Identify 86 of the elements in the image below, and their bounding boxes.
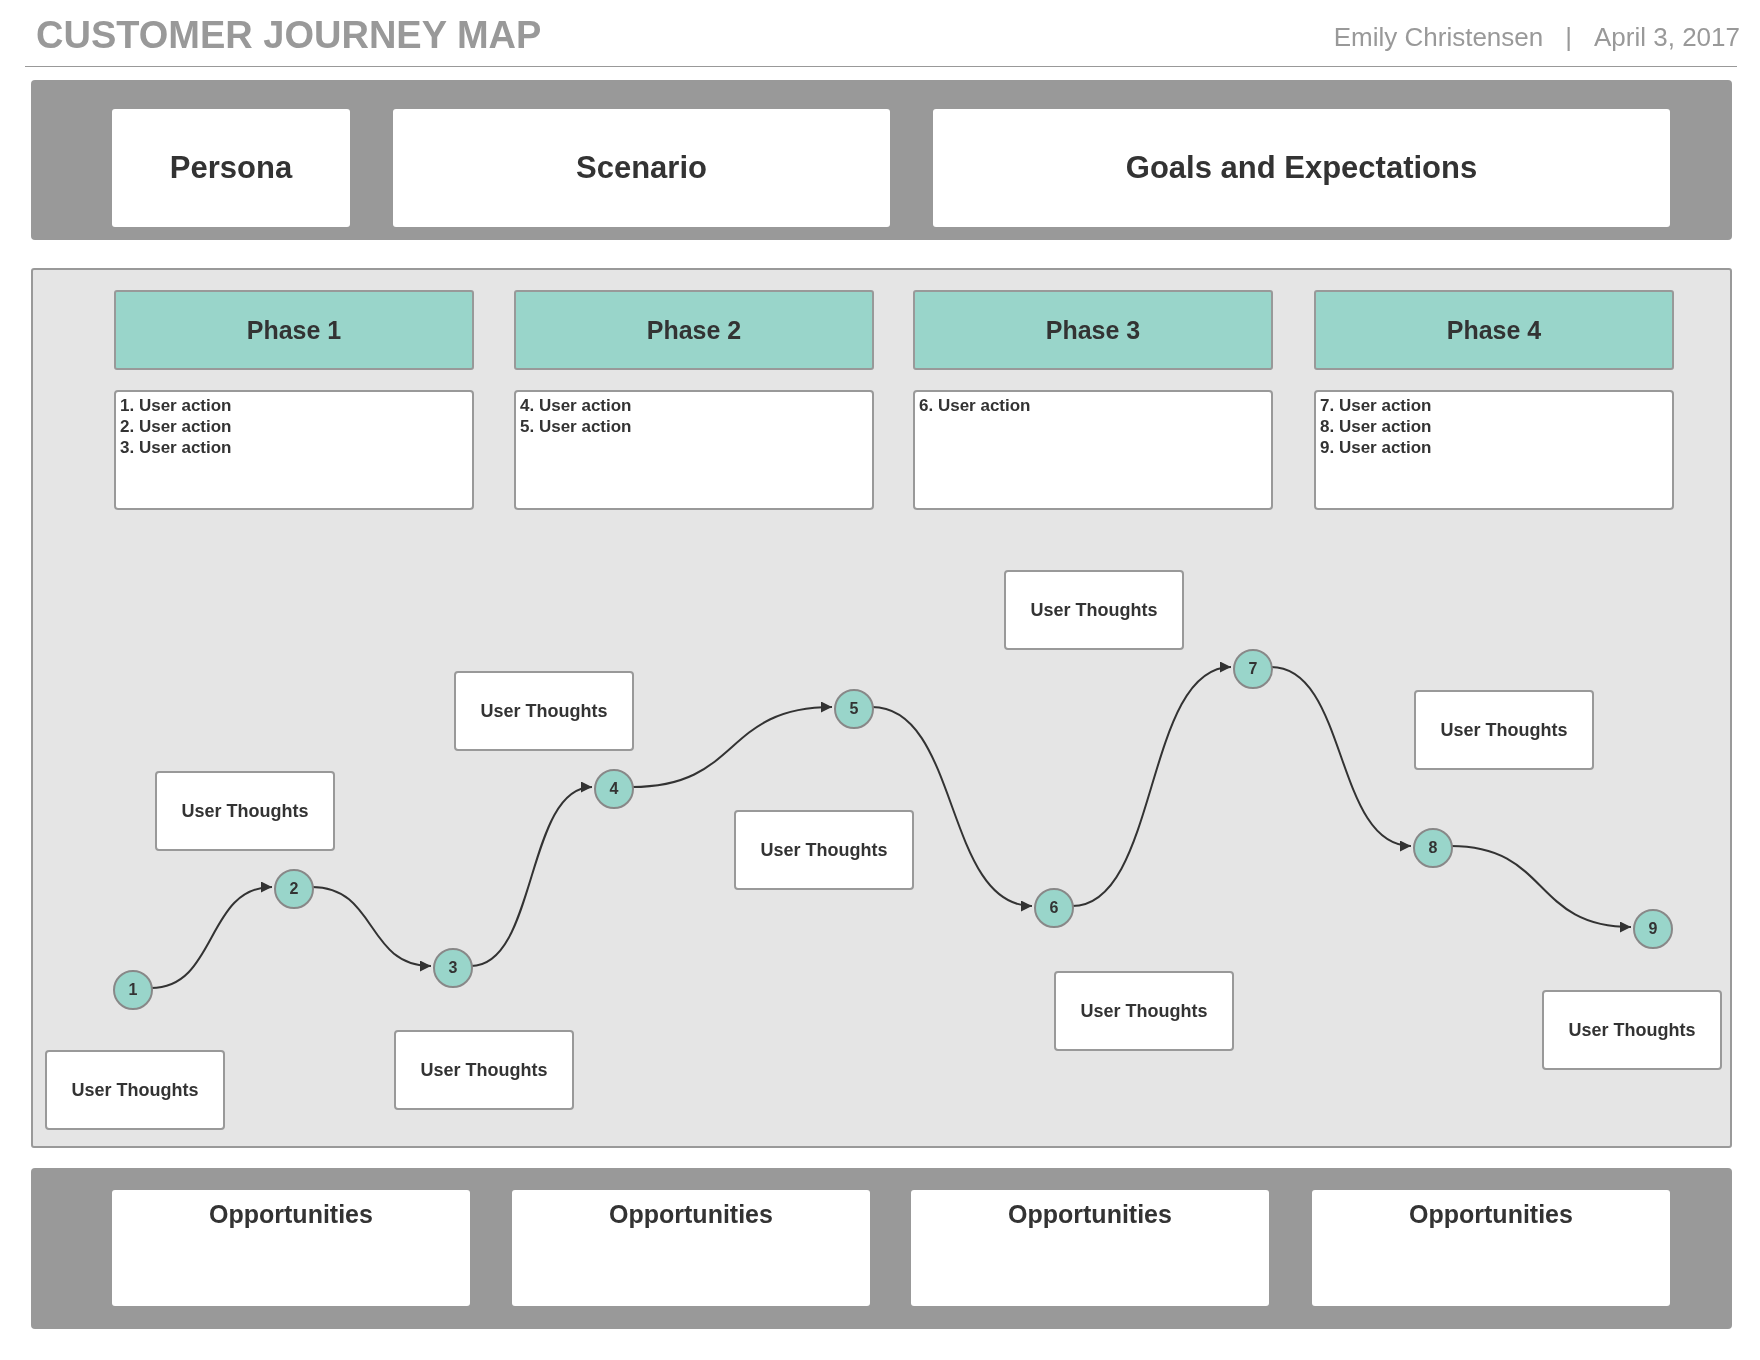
thought-text: User Thoughts: [71, 1079, 199, 1101]
arrow: [311, 886, 432, 971]
action-item: 5. User action: [520, 416, 632, 437]
header-card: [393, 109, 890, 227]
thought-text: User Thoughts: [1440, 719, 1568, 741]
thought-box: [394, 1030, 574, 1110]
header-card: [112, 109, 350, 227]
card-heading: Scenario: [576, 150, 707, 186]
header-text: Emily Christensen: [1333, 22, 1544, 53]
band-panel: [31, 1168, 1732, 1329]
step-circle: [594, 769, 634, 809]
step-number: 9: [1648, 920, 1658, 938]
step-circle: [1233, 649, 1273, 689]
action-item: 2. User action: [120, 416, 232, 437]
step-circle: [834, 689, 874, 729]
thought-box: [45, 1050, 225, 1130]
thought-text: User Thoughts: [1080, 1000, 1208, 1022]
thought-text: User Thoughts: [480, 700, 608, 722]
header-text: |: [1565, 22, 1572, 53]
thought-box: [1004, 570, 1184, 650]
thought-box: [155, 771, 335, 851]
arrow: [631, 702, 833, 788]
opportunity-box: [911, 1190, 1269, 1306]
step-circle: [1034, 888, 1074, 928]
step-circle: [274, 869, 314, 909]
opportunity-heading: Opportunities: [1008, 1200, 1172, 1229]
step-circle: [113, 970, 153, 1010]
arrow: [470, 784, 593, 967]
thought-box: [1542, 990, 1722, 1070]
step-circle: [433, 948, 473, 988]
action-list-box: [913, 390, 1273, 510]
action-item: 3. User action: [120, 437, 232, 458]
header-card: [933, 109, 1670, 227]
action-item: 6. User action: [919, 395, 1031, 416]
step-circle: [1633, 909, 1673, 949]
action-item: 8. User action: [1320, 416, 1432, 437]
step-number: 8: [1428, 839, 1438, 857]
card-heading: Goals and Expectations: [1125, 150, 1478, 186]
thought-text: User Thoughts: [760, 839, 888, 861]
phase-header: [114, 290, 474, 370]
phase-title: Phase 2: [646, 315, 742, 345]
opportunity-box: [512, 1190, 870, 1306]
action-list-box: [514, 390, 874, 510]
band-panel: [31, 80, 1732, 240]
opportunity-heading: Opportunities: [209, 1200, 373, 1229]
step-number: 1: [128, 981, 138, 999]
arrow: [1270, 666, 1412, 850]
step-circle: [1413, 828, 1453, 868]
thought-text: User Thoughts: [420, 1059, 548, 1081]
action-item: 4. User action: [520, 395, 632, 416]
header-text: April 3, 2017: [1594, 22, 1740, 53]
journey-panel: [31, 268, 1732, 1148]
step-number: 5: [849, 700, 859, 718]
step-number: 6: [1049, 899, 1059, 917]
title: CUSTOMER JOURNEY MAP: [36, 14, 542, 57]
step-number: 2: [289, 880, 299, 898]
phase-title: Phase 4: [1446, 315, 1542, 345]
thought-text: User Thoughts: [1030, 599, 1158, 621]
action-item: 9. User action: [1320, 437, 1432, 458]
arrow: [150, 883, 273, 989]
card-heading: Persona: [169, 150, 293, 186]
phase-header: [1314, 290, 1674, 370]
step-number: 3: [448, 959, 458, 977]
step-number: 4: [609, 780, 619, 798]
thought-box: [1414, 690, 1594, 770]
action-item: 7. User action: [1320, 395, 1432, 416]
thought-text: User Thoughts: [181, 800, 309, 822]
opportunity-heading: Opportunities: [609, 1200, 773, 1229]
arrow: [1450, 845, 1632, 932]
thought-box: [454, 671, 634, 751]
phase-header: [514, 290, 874, 370]
opportunity-heading: Opportunities: [1409, 1200, 1573, 1229]
thought-text: User Thoughts: [1568, 1019, 1696, 1041]
phase-title: Phase 3: [1045, 315, 1141, 345]
step-number: 7: [1248, 660, 1258, 678]
thought-box: [1054, 971, 1234, 1051]
opportunity-box: [112, 1190, 470, 1306]
action-item: 1. User action: [120, 395, 232, 416]
thought-box: [734, 810, 914, 890]
phase-title: Phase 1: [246, 315, 342, 345]
arrow: [1071, 664, 1232, 907]
action-list-box: [114, 390, 474, 510]
phase-header: [913, 290, 1273, 370]
action-list-box: [1314, 390, 1674, 510]
opportunity-box: [1312, 1190, 1670, 1306]
arrow: [871, 706, 1033, 910]
